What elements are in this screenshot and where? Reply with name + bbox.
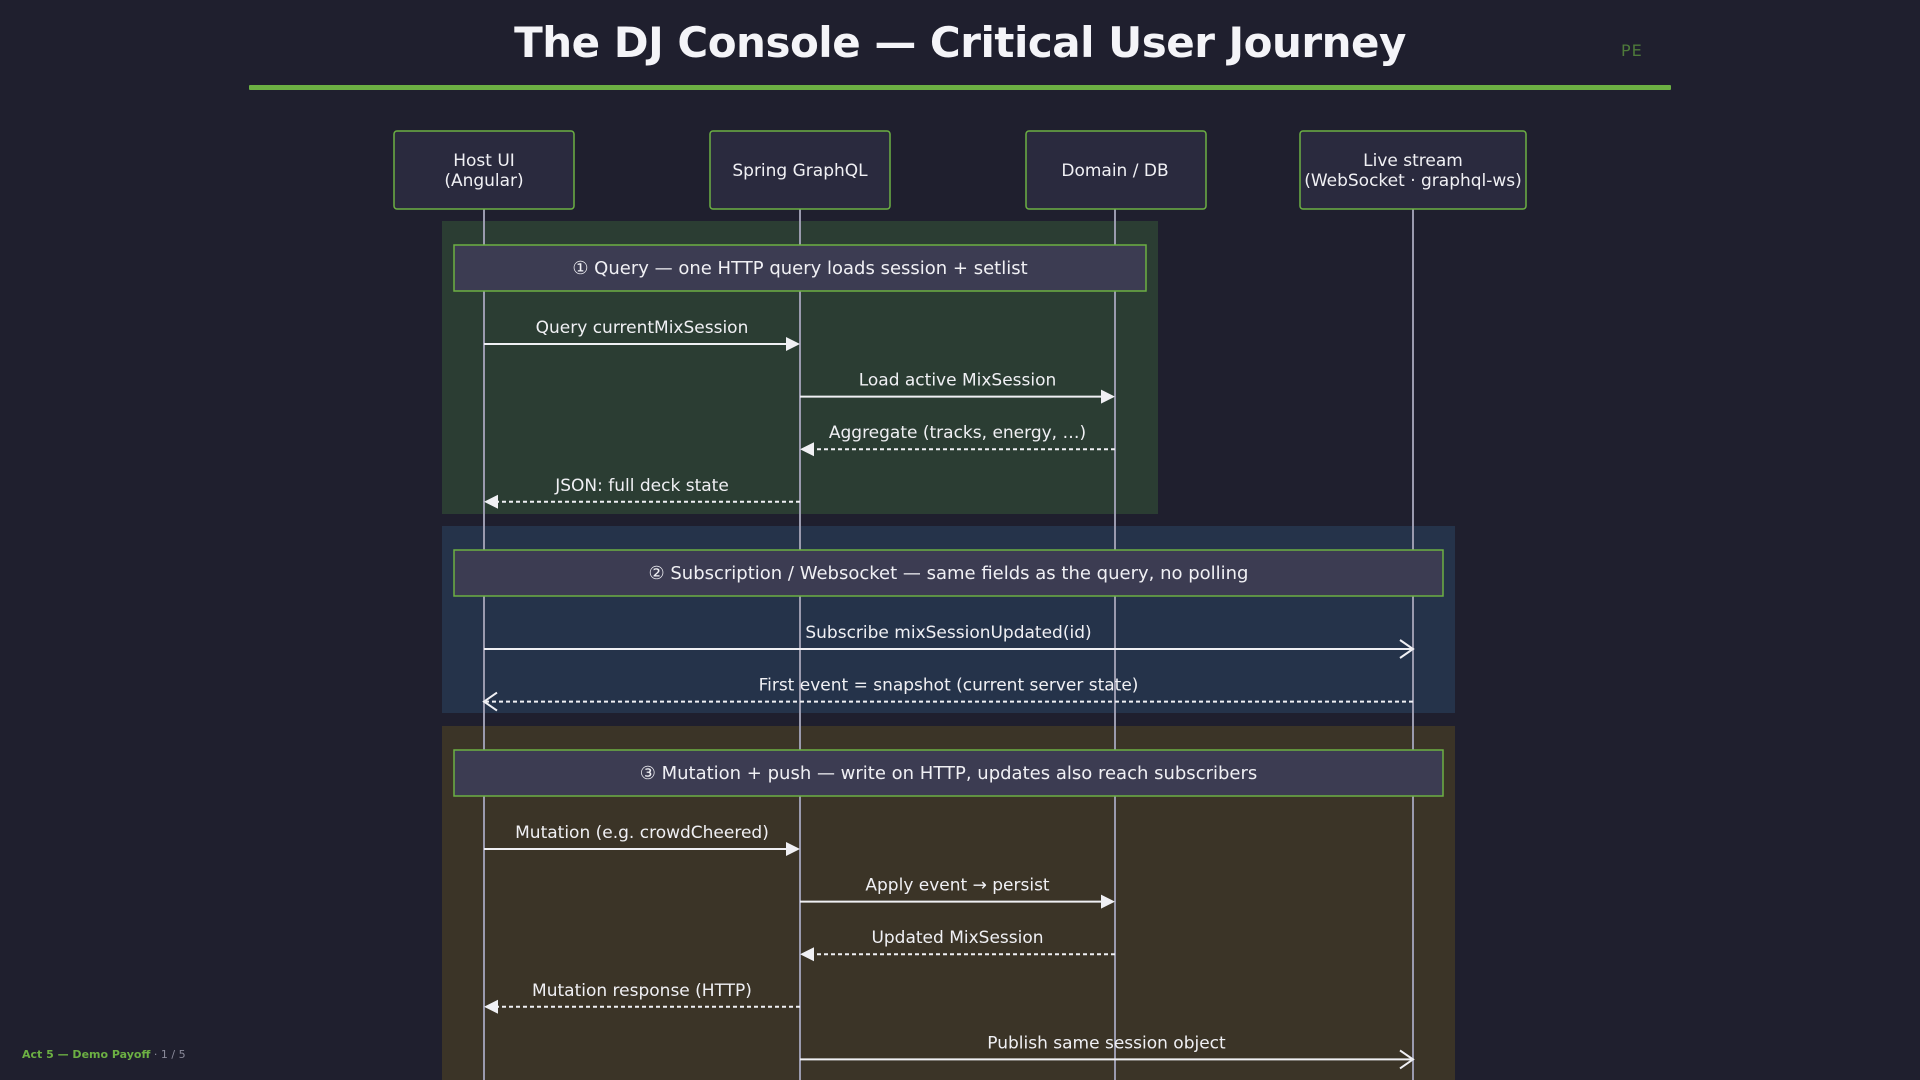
page-title: The DJ Console — Critical User Journey [514,18,1406,67]
open-arrowhead-icon [1399,1049,1415,1070]
participant-label: (Angular) [444,171,523,191]
note-text: ② Subscription / Websocket — same fields… [649,563,1249,584]
participant-spring: Spring GraphQL [709,130,891,210]
footer-act-label: Act 5 — Demo Payoff [22,1048,151,1061]
open-arrowhead-icon [482,691,498,712]
participant-host: Host UI(Angular) [393,130,575,210]
message-label: Load active MixSession [859,371,1057,391]
title-divider [249,85,1671,90]
message-label: Mutation response (HTTP) [532,981,752,1001]
message-label: First event = snapshot (current server s… [759,676,1139,696]
lifelines [483,209,1414,1080]
arrowhead-icon [484,494,498,509]
footer: Act 5 — Demo Payoff · 1 / 5 [22,1048,186,1061]
participant-box [1299,130,1527,210]
message-arrow: Updated MixSession [800,928,1115,962]
participant-label: Domain / DB [1061,161,1168,181]
logo: PE [1621,41,1643,60]
message-label: Query currentMixSession [536,318,749,338]
participant-label: (WebSocket · graphql-ws) [1304,171,1522,191]
arrowhead-icon [800,442,814,457]
participant-domain: Domain / DB [1025,130,1207,210]
section-query-note: ① Query — one HTTP query loads session +… [453,244,1147,292]
note-text: ③ Mutation + push — write on HTTP, updat… [640,763,1258,784]
note-box [453,749,1444,797]
section-subscription-note: ② Subscription / Websocket — same fields… [453,549,1444,597]
message-label: Publish same session object [987,1033,1226,1053]
message-arrow: Subscribe mixSessionUpdated(id) [484,623,1415,659]
message-arrow: Query currentMixSession [484,318,800,351]
arrowhead-icon [786,842,800,856]
participant-box [1025,130,1207,210]
participant-label: Live stream [1363,151,1463,171]
message-label: Updated MixSession [871,928,1043,948]
message-label: JSON: full deck state [554,476,729,496]
message-label: Mutation (e.g. crowdCheered) [515,823,769,843]
page-indicator: 1 / 5 [160,1048,186,1061]
message-arrow: Load active MixSession [800,371,1115,404]
arrowhead-icon [800,947,814,962]
message-arrow: JSON: full deck state [484,476,800,509]
participant-label: Spring GraphQL [732,161,868,181]
note-box [453,244,1147,292]
message-arrow: Publish same session object [800,1033,1415,1070]
participant-label: Host UI [453,151,515,171]
note-text: ① Query — one HTTP query loads session +… [572,258,1027,279]
participant-box [709,130,891,210]
message-label: Apply event → persist [865,876,1050,896]
arrowhead-icon [484,999,498,1014]
message-arrow: Aggregate (tracks, energy, …) [800,423,1115,457]
message-arrow: Apply event → persist [800,876,1115,909]
message-label: Subscribe mixSessionUpdated(id) [805,623,1091,643]
footer-separator: · [153,1048,158,1061]
message-label: Aggregate (tracks, energy, …) [829,423,1086,443]
participant-box [393,130,575,210]
arrowhead-icon [786,337,800,351]
arrowhead-icon [1101,894,1115,909]
arrowhead-icon [1101,389,1115,404]
message-arrow: First event = snapshot (current server s… [482,676,1413,712]
open-arrowhead-icon [1399,639,1415,659]
section-backgrounds [442,221,1455,1080]
note-box [453,549,1444,597]
section-mutation-note: ③ Mutation + push — write on HTTP, updat… [453,749,1444,797]
section-notes: ① Query — one HTTP query loads session +… [453,244,1444,797]
message-arrow: Mutation (e.g. crowdCheered) [484,823,800,856]
participant-live: Live stream(WebSocket · graphql-ws) [1299,130,1527,210]
participants: Host UI(Angular) Spring GraphQL Domain / D… [393,130,1527,210]
message-arrow: Mutation response (HTTP) [484,981,800,1014]
